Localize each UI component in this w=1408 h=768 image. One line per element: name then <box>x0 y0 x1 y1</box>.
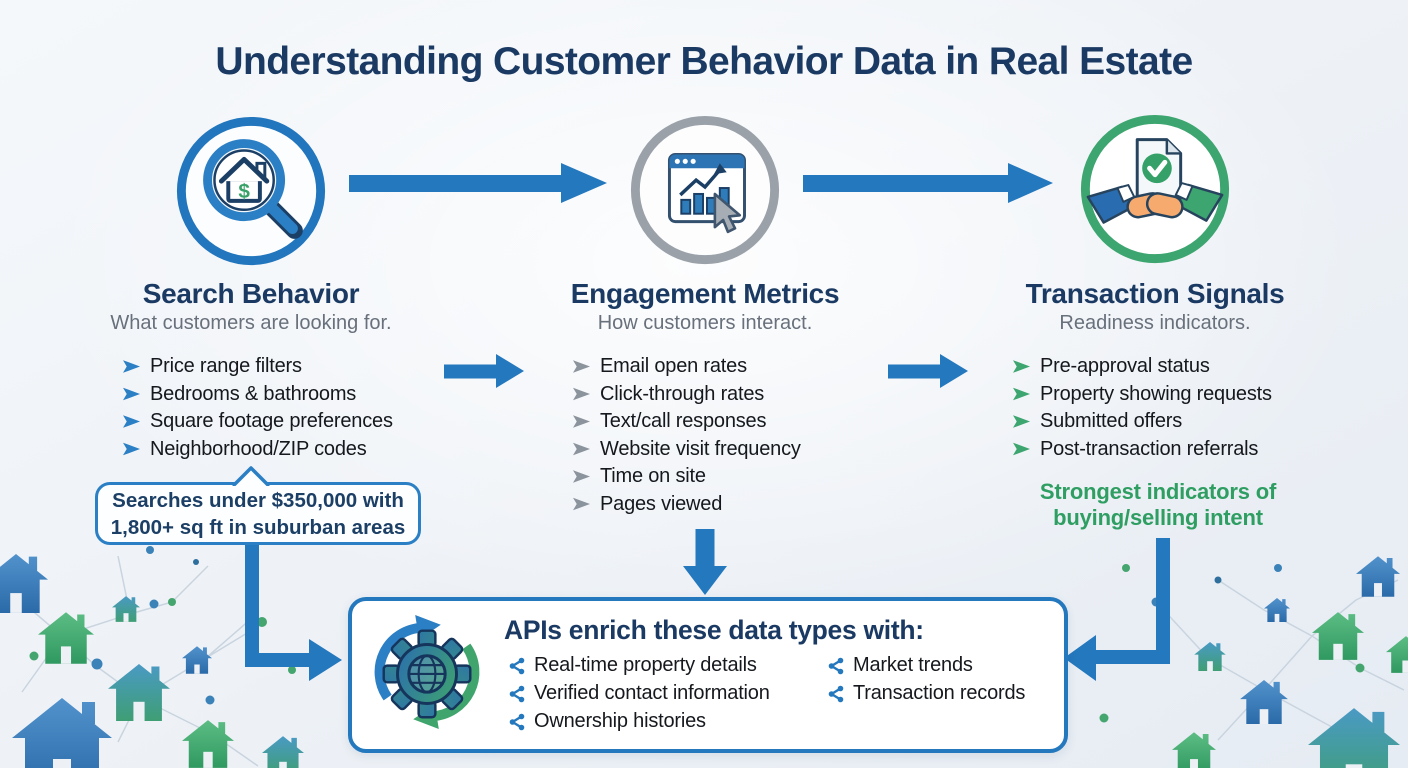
list-item: Verified contact information <box>508 683 770 704</box>
column-subtitle-engagement: How customers interact. <box>597 312 813 334</box>
list-item-label: Post-transaction referrals <box>1040 437 1259 460</box>
list-item-label: Square footage preferences <box>150 410 393 432</box>
analytics-cursor-icon <box>630 115 780 265</box>
list-item: Neighborhood/ZIP codes <box>123 437 393 460</box>
share-icon <box>509 685 525 702</box>
list-item-label: Neighborhood/ZIP codes <box>150 437 367 460</box>
list-item-label: Verified contact information <box>534 682 770 704</box>
list-item: Pages viewed <box>573 492 801 515</box>
column-heading-engagement: Engagement Metrics <box>570 278 840 309</box>
engagement-metrics-list: Email open rates Click-through rates Tex… <box>573 356 801 515</box>
list-item: Market trends <box>827 655 1025 676</box>
arrow-bullet-icon <box>573 415 590 428</box>
transaction-intent-note: Strongest indicators of buying/selling i… <box>1039 479 1277 530</box>
list-item: Real-time property details <box>508 655 770 676</box>
list-item: Property showing requests <box>1013 382 1272 405</box>
share-icon <box>509 657 525 674</box>
down-arrow-engagement-icon <box>683 529 727 595</box>
list-item: Time on site <box>573 466 801 487</box>
list-item: Submitted offers <box>1013 411 1272 432</box>
api-box-title: APIs enrich these data types with: <box>504 615 924 645</box>
list-item-label: Pages viewed <box>600 492 723 515</box>
transaction-signals-list: Pre-approval status Property showing req… <box>1013 356 1272 460</box>
magnifier-house-dollar-icon: $ <box>176 116 326 266</box>
list-item-label: Transaction records <box>853 682 1026 704</box>
list-item: Ownership histories <box>508 711 770 732</box>
search-behavior-list: Price range filters Bedrooms & bathrooms… <box>123 356 393 460</box>
list-item-label: Market trends <box>853 654 973 676</box>
column-heading-transaction: Transaction Signals <box>1025 278 1285 309</box>
list-arrow-right-icon <box>888 354 968 388</box>
share-icon <box>828 685 844 702</box>
arrow-bullet-icon <box>1013 360 1030 373</box>
callout-pointer-icon <box>231 466 271 486</box>
arrow-bullet-icon <box>573 442 590 456</box>
share-icon <box>828 657 844 674</box>
arrow-bullet-icon <box>123 360 140 373</box>
page-title: Understanding Customer Behavior Data in … <box>215 40 1193 83</box>
list-item: Price range filters <box>123 356 393 377</box>
column-heading-search: Search Behavior <box>142 278 360 309</box>
share-icon <box>509 713 525 730</box>
list-item-label: Bedrooms & bathrooms <box>150 382 357 405</box>
list-item: Website visit frequency <box>573 437 801 460</box>
connector-transaction-to-api-icon <box>1064 538 1170 681</box>
list-item-label: Pre-approval status <box>1040 355 1210 377</box>
arrow-bullet-icon <box>123 387 140 401</box>
arrow-bullet-icon <box>573 360 590 373</box>
api-enrichment-box: APIs enrich these data types with: Real-… <box>348 597 1068 753</box>
column-subtitle-search: What customers are looking for. <box>110 312 392 334</box>
arrow-bullet-icon <box>1013 415 1030 428</box>
arrow-bullet-icon <box>123 415 140 428</box>
list-item-label: Time on site <box>600 465 706 487</box>
list-item-label: Price range filters <box>150 355 302 377</box>
list-item-label: Website visit frequency <box>600 437 801 460</box>
house-network-decoration-left <box>0 546 304 768</box>
connector-search-to-api-icon <box>245 545 342 681</box>
api-list-left: Real-time property details Verified cont… <box>508 655 770 732</box>
list-item: Transaction records <box>827 683 1025 704</box>
list-item-label: Ownership histories <box>534 710 706 732</box>
list-item: Email open rates <box>573 356 801 377</box>
list-item: Click-through rates <box>573 382 801 405</box>
list-item: Post-transaction referrals <box>1013 437 1272 460</box>
gear-globe-sync-icon <box>374 614 480 730</box>
flow-arrow-engagement-to-transaction-icon <box>803 163 1053 203</box>
svg-text:$: $ <box>238 180 250 203</box>
arrow-bullet-icon <box>573 470 590 483</box>
flow-arrow-search-to-engagement-icon <box>349 163 607 203</box>
list-item: Text/call responses <box>573 411 801 432</box>
list-item: Square footage preferences <box>123 411 393 432</box>
arrow-bullet-icon <box>573 387 590 401</box>
arrow-bullet-icon <box>1013 387 1030 401</box>
list-item-label: Submitted offers <box>1040 410 1183 432</box>
list-item-label: Email open rates <box>600 355 747 377</box>
arrow-bullet-icon <box>123 442 140 456</box>
list-item: Pre-approval status <box>1013 356 1272 377</box>
list-item-label: Click-through rates <box>600 382 765 405</box>
list-item-label: Text/call responses <box>600 410 767 432</box>
handshake-check-icon <box>1080 114 1230 264</box>
arrow-bullet-icon <box>573 497 590 511</box>
arrow-bullet-icon <box>1013 442 1030 456</box>
list-item: Bedrooms & bathrooms <box>123 382 393 405</box>
api-list-right: Market trends Transaction records <box>827 655 1025 704</box>
list-arrow-left-icon <box>444 354 524 388</box>
search-example-callout: Searches under $350,000 with 1,800+ sq f… <box>95 482 421 545</box>
callout-text: Searches under $350,000 with 1,800+ sq f… <box>110 488 406 539</box>
column-subtitle-transaction: Readiness indicators. <box>1059 312 1251 334</box>
list-item-label: Real-time property details <box>534 654 757 676</box>
list-item-label: Property showing requests <box>1040 382 1272 405</box>
